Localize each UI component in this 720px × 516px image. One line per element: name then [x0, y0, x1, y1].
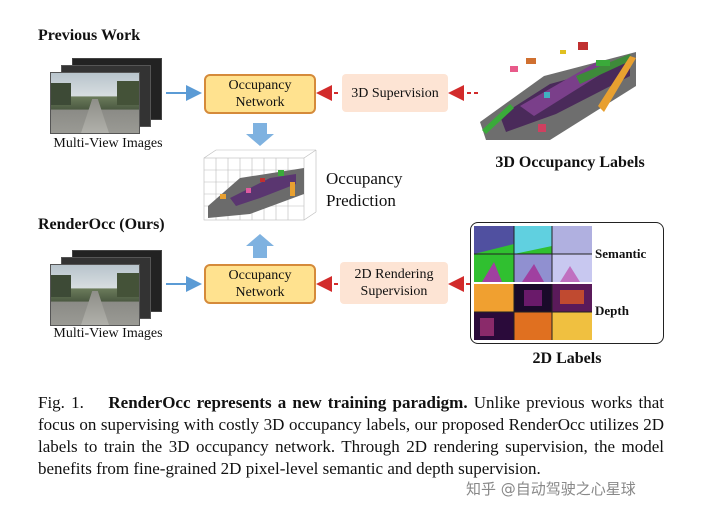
figure-number: Fig. 1.	[38, 393, 84, 412]
2d-labels-title: 2D Labels	[532, 350, 602, 367]
previous-work-heading: Previous Work	[38, 27, 141, 44]
arrow-network-to-prediction-top	[246, 123, 274, 146]
2d-rendering-supervision-box: 2D Rendering Supervision	[340, 262, 448, 304]
watermark: 知乎 @自动驾驶之心星球	[466, 480, 636, 498]
multi-view-images-label-top: Multi-View Images	[53, 136, 163, 151]
renderocc-heading: RenderOcc (Ours)	[38, 216, 165, 233]
multi-view-images-bottom	[50, 250, 162, 328]
caption-bold-title: RenderOcc represents a new training para…	[108, 393, 468, 412]
figure-caption: Fig. 1. RenderOcc represents a new train…	[38, 392, 664, 480]
occupancy-prediction-image	[203, 149, 317, 221]
occupancy-network-box-top: Occupancy Network	[204, 74, 316, 114]
2d-labels-images	[474, 226, 592, 340]
2d-labels-frame: Semantic Depth	[470, 222, 664, 344]
multi-view-images-top	[50, 58, 162, 136]
occupancy-prediction-label: Occupancy Prediction	[326, 169, 403, 210]
3d-occupancy-labels-image	[480, 42, 636, 140]
multi-view-images-label-bottom: Multi-View Images	[53, 326, 163, 341]
caption-body: Unlike previous works that focus on supe…	[38, 393, 664, 478]
3d-supervision-box: 3D Supervision	[342, 74, 448, 112]
arrow-network-to-prediction-bottom	[246, 234, 274, 258]
depth-label: Depth	[595, 303, 629, 318]
semantic-label: Semantic	[595, 246, 647, 261]
3d-occupancy-labels-title: 3D Occupancy Labels	[495, 154, 645, 171]
occupancy-network-box-bottom: Occupancy Network	[204, 264, 316, 304]
